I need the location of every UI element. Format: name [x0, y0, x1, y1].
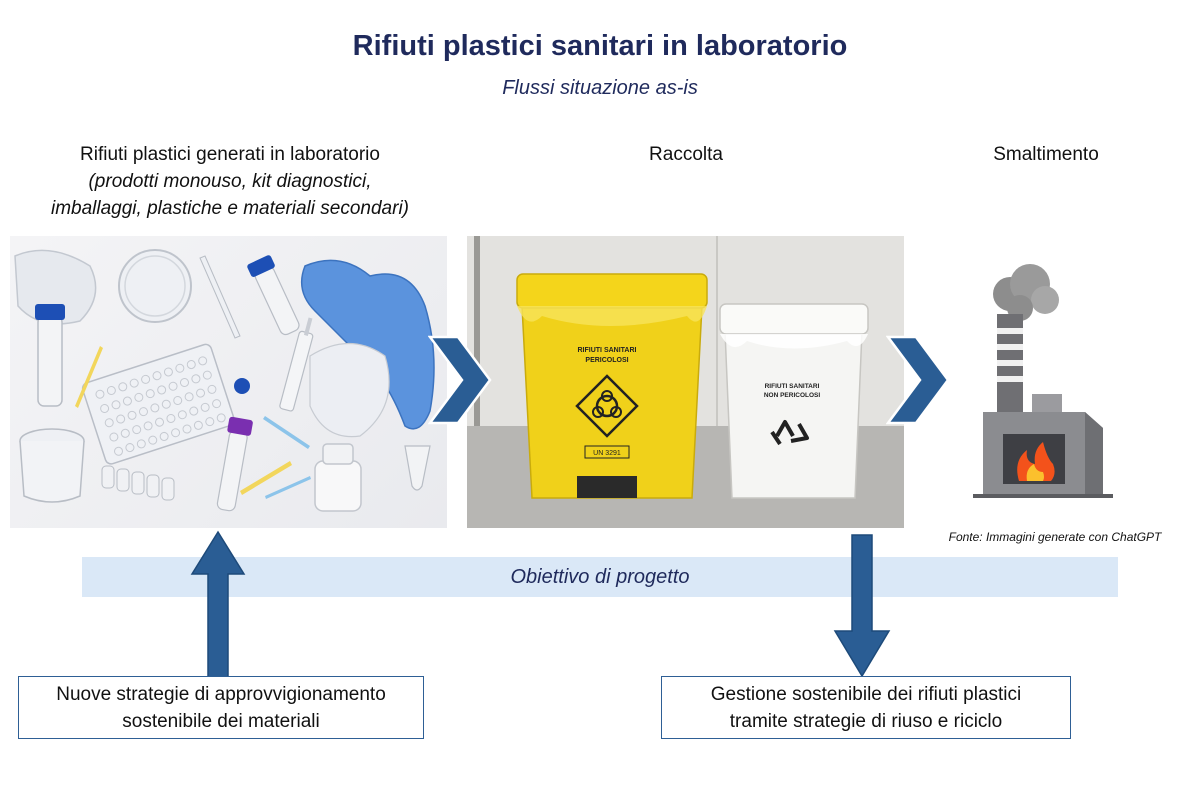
procurement-line2: sostenibile dei materiali: [122, 711, 320, 732]
blue-tip-shape: [263, 416, 310, 449]
yellow-bin-label-2: PERICOLOSI: [585, 357, 628, 364]
column-header-collection: Raccolta: [649, 144, 723, 165]
generated-detail-line2: imballaggi, plastiche e materiali second…: [50, 198, 409, 219]
yellow-bin-code: UN 3291: [593, 450, 621, 457]
arrow-up: [190, 530, 246, 679]
lab-plastics-image: [10, 236, 447, 528]
waste-management-box: Gestione sostenibile dei rifiuti plastic…: [661, 676, 1071, 739]
white-bottle-shape: [314, 443, 362, 512]
chevron-arrow-1: [428, 335, 492, 425]
white-bin-label-1: RIFIUTI SANITARI: [765, 383, 820, 390]
incinerator-image: [935, 236, 1135, 536]
procurement-line1: Nuove strategie di approvvigionamento: [56, 684, 386, 705]
diagram-subtitle: Flussi situazione as-is: [502, 77, 698, 99]
collection-bins-image: RIFIUTI SANITARI PERICOLOSI UN 3291 RIFI…: [467, 236, 904, 528]
yellow-tip-shape: [240, 461, 292, 495]
blue-cap-shape: [234, 378, 250, 394]
beaker-shape: [19, 428, 85, 503]
arrow-down: [833, 534, 891, 678]
waste-management-line1: Gestione sostenibile dei rifiuti plastic…: [710, 684, 1022, 705]
white-bin-shape: RIFIUTI SANITARI NON PERICOLOSI: [719, 303, 869, 499]
microplate-shape: [81, 343, 235, 465]
column-header-disposal: Smaltimento: [993, 144, 1099, 165]
yellow-tip-shape-2: [75, 346, 103, 408]
blue-cap-tube-shape: [247, 255, 300, 336]
eppendorf-shape: [404, 445, 431, 491]
purple-cap-tube-shape: [216, 416, 253, 512]
fire-icon: [1017, 442, 1055, 481]
falcon-tube-shape: [35, 304, 65, 407]
bubble-wrap-shape: [309, 342, 390, 438]
recycle-icon: [770, 420, 809, 446]
vent-shape: [1032, 394, 1062, 412]
pipette-tip-shape: [199, 255, 241, 339]
chevron-arrow-2: [886, 335, 950, 425]
glove-shape: [300, 259, 435, 430]
procurement-strategy-box: Nuove strategie di approvvigionamento so…: [18, 676, 424, 739]
pcr-strip-shape: [101, 465, 175, 501]
petri-dish-shape: [118, 249, 192, 323]
yellow-bin-shape: RIFIUTI SANITARI PERICOLOSI UN 3291: [516, 273, 708, 499]
generated-detail-line1: (prodotti monouso, kit diagnostici,: [88, 171, 372, 192]
objective-band: [82, 557, 1118, 597]
yellow-bin-label-1: RIFIUTI SANITARI: [578, 347, 637, 354]
diagram-title: Rifiuti plastici sanitari in laboratorio: [352, 30, 848, 62]
white-bin-label-2: NON PERICOLOSI: [764, 392, 821, 399]
blue-tip-shape-2: [265, 476, 311, 499]
syringe-shape: [279, 317, 314, 412]
column-header-generated: Rifiuti plastici generati in laboratorio…: [0, 141, 460, 222]
generated-label: Rifiuti plastici generati in laboratorio: [80, 144, 380, 165]
waste-management-line2: tramite strategie di riuso e riciclo: [729, 711, 1003, 732]
objective-label: Obiettivo di progetto: [510, 566, 690, 588]
source-note: Fonte: Immagini generate con ChatGPT: [948, 530, 1162, 544]
